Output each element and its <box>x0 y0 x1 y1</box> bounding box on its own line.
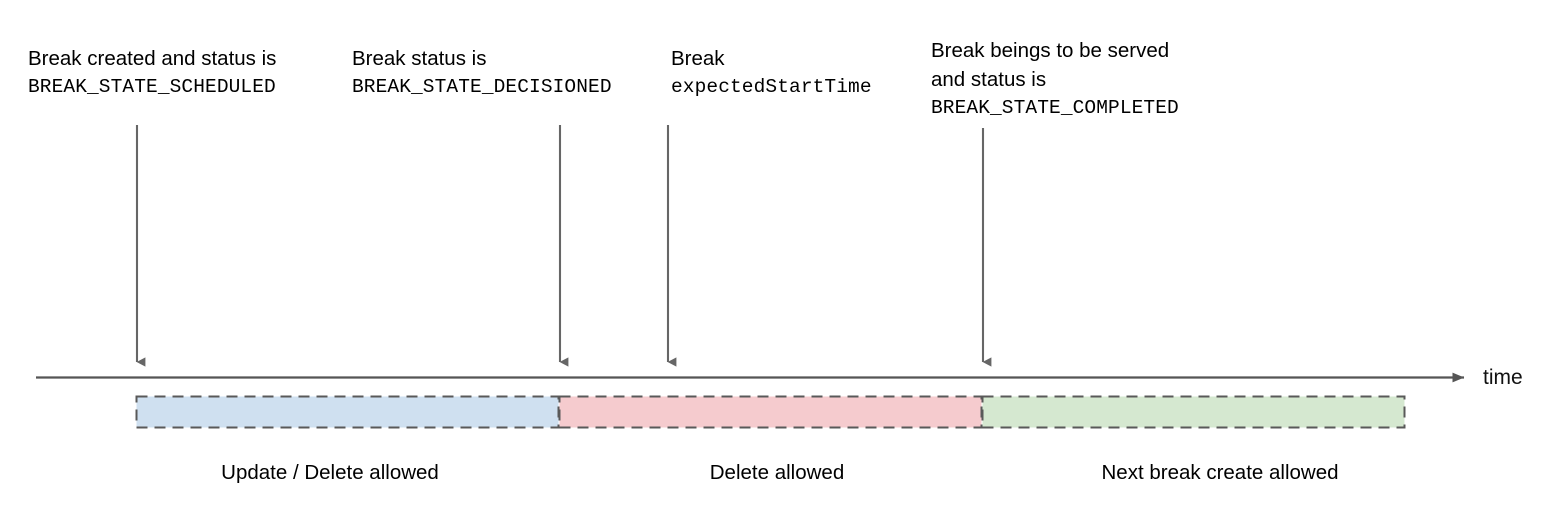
annotation-completed: Break beings to be served and status is … <box>931 36 1179 123</box>
caption-band-scheduled: Update / Delete allowed <box>221 461 439 484</box>
annotation-expected-start-time: Break expectedStartTime <box>671 44 872 102</box>
annotation-completed-line-3: BREAK_STATE_COMPLETED <box>931 97 1179 119</box>
annotation-decisioned-line-2: BREAK_STATE_DECISIONED <box>352 76 612 98</box>
annotation-decisioned: Break status is BREAK_STATE_DECISIONED <box>352 44 612 102</box>
annotation-expected-start-time-line-2: expectedStartTime <box>671 76 872 98</box>
annotation-scheduled-line-1: Break created and status is <box>28 47 277 70</box>
band-scheduled <box>135 395 560 429</box>
annotation-completed-line-1: Break beings to be served <box>931 39 1170 62</box>
annotation-scheduled-line-2: BREAK_STATE_SCHEDULED <box>28 76 276 98</box>
band-completed <box>981 395 1406 429</box>
band-decisioned <box>558 395 983 429</box>
time-axis-label: time <box>1483 366 1523 389</box>
marker-arrows <box>135 125 992 367</box>
caption-band-decisioned: Delete allowed <box>709 461 845 484</box>
annotation-expected-start-time-line-1: Break <box>671 47 725 70</box>
state-bands <box>135 395 1406 429</box>
annotation-scheduled: Break created and status is BREAK_STATE_… <box>28 44 276 102</box>
caption-band-completed: Next break create allowed <box>1101 461 1339 484</box>
annotation-decisioned-line-1: Break status is <box>352 47 487 70</box>
annotation-completed-line-2: and status is <box>931 68 1047 91</box>
